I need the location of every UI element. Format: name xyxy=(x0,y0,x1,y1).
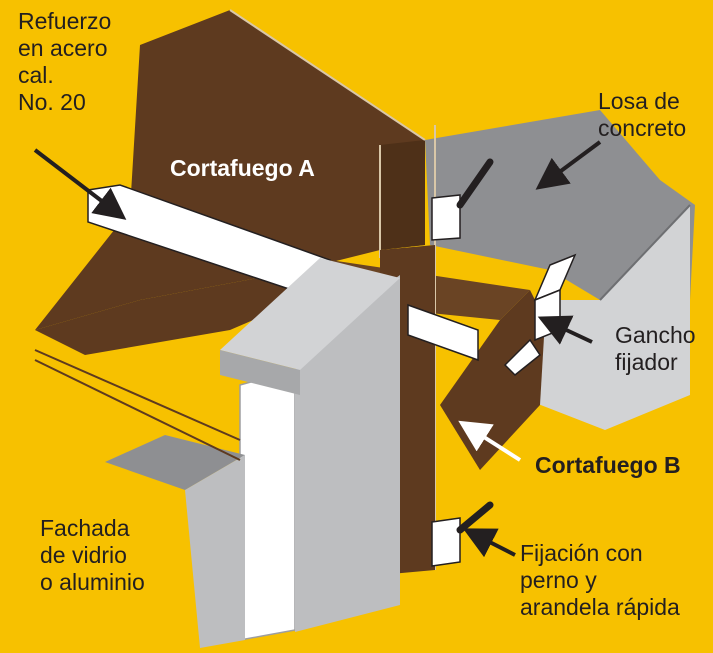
concrete-slab-front xyxy=(515,205,690,430)
facade-mullion-side xyxy=(295,275,400,632)
firestop-a-left-return xyxy=(35,270,300,355)
concrete-slab-top xyxy=(425,110,695,300)
losa-leader-arrow xyxy=(535,140,602,190)
refuerzo-leader-arrow xyxy=(33,148,127,220)
gancho-leader-arrow xyxy=(537,315,593,345)
refuerzo-label: Refuerzo en acero cal. No. 20 xyxy=(18,8,112,115)
cortafuego-a-label: Cortafuego A xyxy=(170,155,315,181)
bolt-clip-bottom xyxy=(431,501,494,567)
gancho-label: Gancho fijador xyxy=(615,322,696,375)
firestop-a-face xyxy=(35,10,425,330)
steel-strip-right xyxy=(407,303,479,362)
losa-label: Losa de concreto xyxy=(598,88,687,141)
fijacion-leader-arrow xyxy=(462,528,516,558)
facade-cap-top xyxy=(220,258,400,370)
concrete-slab xyxy=(425,110,695,430)
hook-fastener-foot xyxy=(503,338,542,377)
facade-glass-sill xyxy=(105,435,245,490)
firestop-a-edge xyxy=(380,140,425,250)
bolt-clip-top xyxy=(431,158,494,241)
fijacion-label: Fijación con perno y arandela rápida xyxy=(520,540,680,620)
cortafuego-b-leader-arrow xyxy=(458,420,522,462)
facade-cap-front xyxy=(220,350,300,395)
cortafuego-b-label: Cortafuego B xyxy=(535,452,681,478)
facade-glass-panel xyxy=(185,455,245,648)
fachada-label: Fachada de vidrio o aluminio xyxy=(40,515,145,595)
firestop-a-top-edge xyxy=(229,9,426,141)
facade xyxy=(34,258,400,648)
facade-mullion-front xyxy=(239,369,296,641)
